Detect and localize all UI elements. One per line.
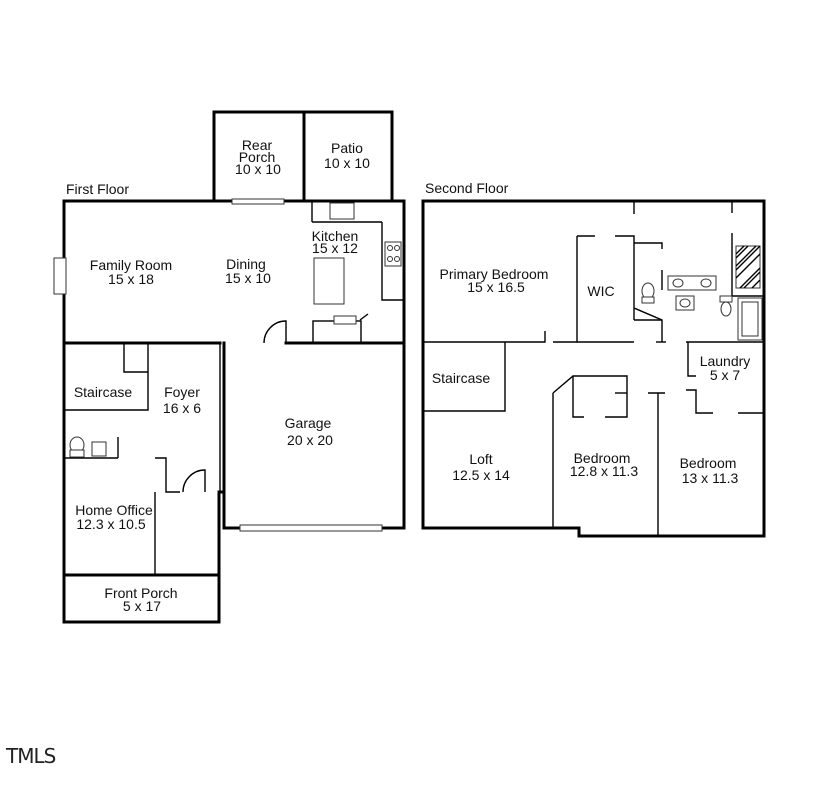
room-size: 20 x 20 xyxy=(287,432,333,448)
room-name: Staircase xyxy=(432,370,491,386)
room-size: 5 x 7 xyxy=(710,367,741,383)
room-name: Home Office xyxy=(75,502,153,518)
room-size: 5 x 17 xyxy=(123,598,161,614)
room-size: 12.5 x 14 xyxy=(452,467,510,483)
tmls-logo: TMLS xyxy=(6,744,56,768)
room-name: WIC xyxy=(587,283,614,299)
room-name: Family Room xyxy=(90,257,172,273)
room-name: Dining xyxy=(226,256,266,272)
second-floor-fixtures xyxy=(641,245,763,341)
second-floor-title: Second Floor xyxy=(425,180,509,196)
room-size: 16 x 6 xyxy=(163,400,201,416)
first-floor-walls xyxy=(62,110,406,624)
room-size: 12.8 x 11.3 xyxy=(570,463,638,479)
first-floor-title: First Floor xyxy=(66,181,129,197)
room-size: 10 x 10 xyxy=(324,155,370,171)
room-name: Bedroom xyxy=(680,455,737,471)
room-name: Kitchen xyxy=(312,228,359,244)
room-name: Foyer xyxy=(164,384,200,400)
room-name: Front Porch xyxy=(104,585,177,601)
room-name: Garage xyxy=(285,415,332,431)
first-floor-fixtures xyxy=(53,198,402,532)
room-size: 13 x 11.3 xyxy=(682,470,739,486)
room-name: Patio xyxy=(331,140,363,156)
room-size: 15 x 16.5 xyxy=(467,279,525,295)
room-size: 10 x 10 xyxy=(235,161,281,177)
room-size: 15 x 10 xyxy=(225,270,271,286)
room-name: Primary Bedroom xyxy=(440,266,549,282)
room-name: Loft xyxy=(469,451,492,467)
room-size: 12.3 x 10.5 xyxy=(76,516,145,532)
room-name: Laundry xyxy=(700,353,751,369)
second-floor-walls xyxy=(421,199,766,538)
room-name: Staircase xyxy=(74,384,133,400)
floor-labels: First Floor Second Floor xyxy=(66,180,509,197)
room-size: 15 x 12 xyxy=(312,240,358,256)
room-size: 15 x 18 xyxy=(108,271,154,287)
room-name: Bedroom xyxy=(574,450,631,466)
